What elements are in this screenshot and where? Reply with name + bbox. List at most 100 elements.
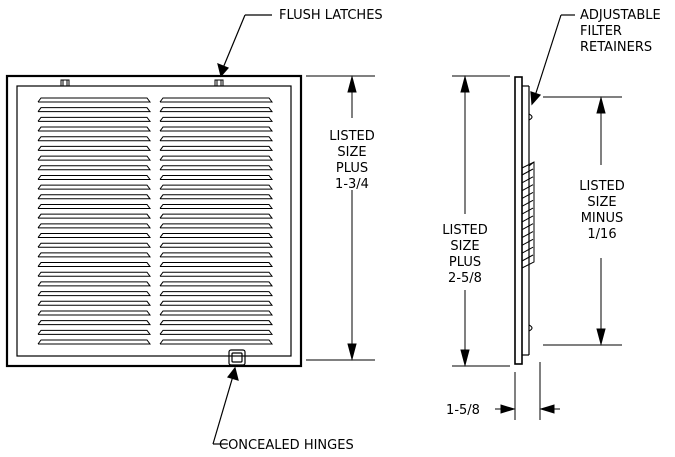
louver-blade [37, 174, 151, 180]
flush-latch-right [214, 79, 224, 87]
louver-blade [159, 194, 273, 200]
louver-blade [37, 107, 151, 113]
louver-blade [159, 320, 273, 326]
side-blade-profile [521, 184, 534, 192]
side-blade-profile [521, 176, 534, 184]
side-blade-profile [521, 207, 534, 215]
front-height-line-4: 1-3/4 [335, 177, 369, 192]
filter-opening-line-1: LISTED [579, 179, 625, 194]
side-blade-profile [521, 254, 534, 262]
louver-blade [37, 310, 151, 316]
louver-blade [159, 165, 273, 171]
concealed-hinge [228, 349, 246, 366]
louver-blade [159, 155, 273, 161]
concealed-hinges-leader [212, 366, 239, 445]
front-view [5, 74, 303, 368]
louver-blade [159, 126, 273, 132]
louver-blade [37, 203, 151, 209]
side-height-line-3: PLUS [449, 255, 481, 270]
louver-blade [37, 233, 151, 239]
louver-blade [37, 145, 151, 151]
side-blade-profile [521, 215, 534, 223]
louver-blade [159, 213, 273, 219]
louver-blade [37, 213, 151, 219]
grille-inner-frame [16, 85, 292, 357]
louver-blade [37, 194, 151, 200]
side-blade-profile [521, 223, 534, 231]
louver-blade [159, 252, 273, 258]
louver-blade [37, 155, 151, 161]
louver-blade [37, 339, 151, 345]
filter-opening-label: LISTED SIZE MINUS 1/16 [579, 179, 625, 242]
louver-blade [159, 329, 273, 335]
side-blade-profile [521, 192, 534, 199]
front-height-label: LISTED SIZE PLUS 1-3/4 [329, 129, 375, 192]
flush-latches-leader [217, 14, 272, 78]
side-blade-profile [521, 168, 534, 176]
louver-blade [159, 203, 273, 209]
filter-retainers-label: ADJUSTABLE FILTER RETAINERS [580, 8, 661, 55]
filter-retainers-leader [530, 14, 575, 106]
side-height-dimension [452, 75, 510, 367]
louver-blade [159, 271, 273, 277]
side-height-label: LISTED SIZE PLUS 2-5/8 [442, 223, 488, 286]
louver-blade [37, 223, 151, 229]
louver-blade [159, 339, 273, 345]
louver-blade [37, 281, 151, 287]
louver-blades [37, 97, 273, 345]
filter-opening-line-3: MINUS [581, 211, 624, 226]
louver-blade [159, 136, 273, 142]
louver-blade [37, 97, 151, 103]
louver-blade [37, 252, 151, 258]
front-height-line-1: LISTED [329, 129, 375, 144]
louver-blade [37, 262, 151, 268]
front-height-line-2: SIZE [337, 145, 366, 160]
side-blade-profile [521, 246, 534, 254]
louver-blade [159, 242, 273, 248]
side-blade-profile [521, 238, 534, 246]
louver-blade [159, 107, 273, 113]
louver-blade [37, 116, 151, 122]
louver-blade [159, 116, 273, 122]
louver-profile [521, 161, 535, 269]
flush-latches-label: FLUSH LATCHES [279, 8, 383, 23]
filter-opening-line-4: 1/16 [587, 227, 616, 242]
louver-blade [37, 329, 151, 335]
concealed-hinges-label: CONCEALED HINGES [219, 438, 354, 453]
side-blade-profile [521, 199, 534, 207]
louver-blade [37, 271, 151, 277]
louver-blade [159, 233, 273, 239]
louver-blade [37, 184, 151, 190]
front-height-line-3: PLUS [336, 161, 368, 176]
louver-blade [159, 262, 273, 268]
louver-blade [37, 136, 151, 142]
front-height-dimension [306, 75, 375, 361]
filter-retainer-top [528, 113, 533, 121]
depth-dimension [495, 362, 560, 420]
side-face-plate [514, 76, 523, 365]
louver-blade [159, 184, 273, 190]
louver-blade [37, 291, 151, 297]
filter-retainers-line-1: ADJUSTABLE [580, 8, 661, 23]
louver-blade [159, 174, 273, 180]
side-view [514, 76, 535, 365]
louver-blade [37, 300, 151, 306]
side-blade-profile [521, 231, 534, 238]
louver-blade [37, 165, 151, 171]
filter-opening-dimension [543, 96, 622, 346]
side-height-line-2: SIZE [450, 239, 479, 254]
filter-retainers-line-2: FILTER [580, 24, 622, 39]
louver-blade [159, 281, 273, 287]
side-height-line-4: 2-5/8 [448, 271, 482, 286]
louver-blade [37, 126, 151, 132]
filter-opening-line-2: SIZE [587, 195, 616, 210]
louver-blade [159, 145, 273, 151]
grille-outer-frame [5, 74, 303, 368]
filter-retainers-line-3: RETAINERS [580, 40, 652, 55]
side-height-line-1: LISTED [442, 223, 488, 238]
side-louver-blades [521, 168, 534, 262]
louver-blade [37, 320, 151, 326]
louver-blade [159, 223, 273, 229]
louver-blade [37, 242, 151, 248]
